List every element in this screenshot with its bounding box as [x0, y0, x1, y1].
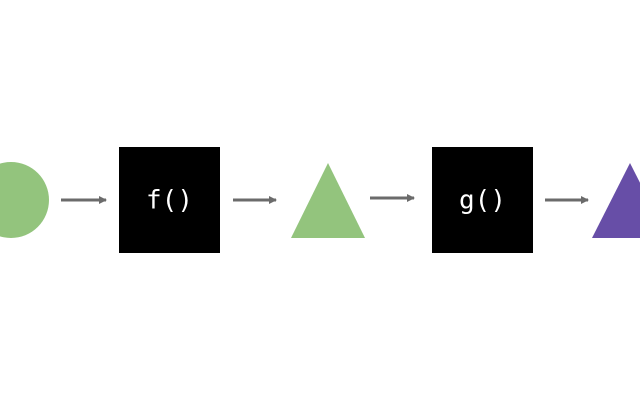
- function-g-rect: [432, 147, 533, 253]
- middle-triangle-shape: [291, 163, 365, 238]
- input-circle-shape: [0, 162, 49, 238]
- output-triangle-shape: [592, 163, 640, 238]
- function-f-rect: [119, 147, 220, 253]
- function-g-label: g(): [459, 186, 506, 216]
- function-g-box: g(): [432, 147, 533, 253]
- function-f-label: f(): [146, 186, 193, 216]
- function-f-box: f(): [119, 147, 220, 253]
